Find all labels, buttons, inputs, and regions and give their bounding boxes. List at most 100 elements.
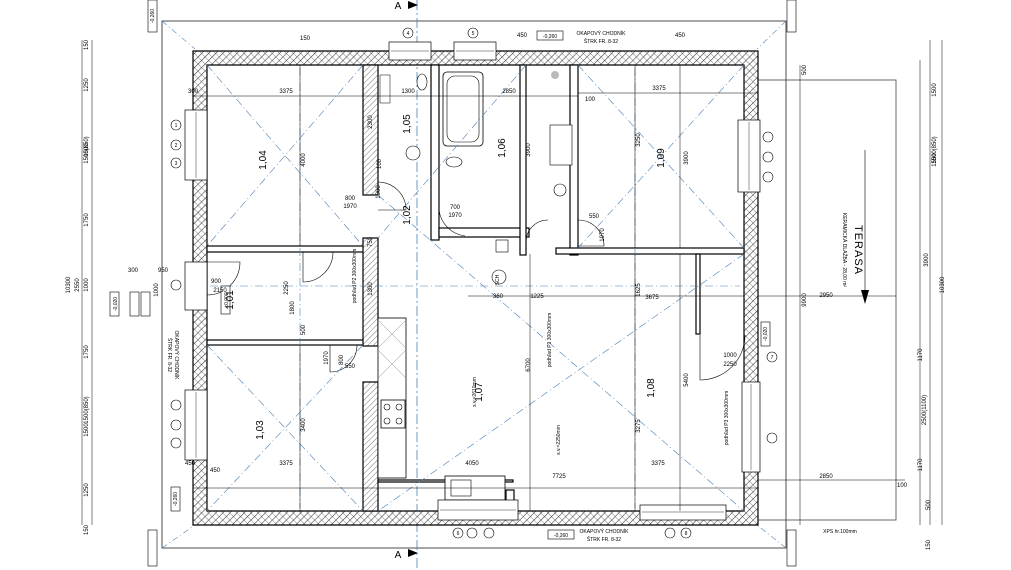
dimension-inner: 3250	[636, 133, 642, 147]
dimension-inner: 4000	[301, 153, 307, 167]
dimension-left: 1750	[84, 213, 90, 227]
label-strk-bottom: ŠTRK FR. 8-32	[587, 536, 621, 543]
room-number-1-07: 1,07	[474, 382, 485, 402]
dimension-right: 1500	[932, 153, 938, 167]
dimension-inner: 1625	[636, 283, 642, 297]
label-level-left: -0,260	[173, 492, 179, 506]
level-marker-boxes	[109, 30, 771, 540]
kitchen-counter	[377, 317, 407, 479]
dimension-inner: 9900	[802, 293, 808, 307]
dimension-inner: 2150	[213, 288, 227, 294]
dimension-inner: 750	[368, 236, 374, 247]
dimension-inner: 1300	[368, 282, 374, 296]
dimension-bottom: 3375	[279, 461, 293, 467]
dimension-bottom: 450	[185, 461, 196, 467]
window-mark-7: 7	[771, 355, 774, 361]
burner-icon	[395, 417, 403, 425]
window-mark-3: 3	[175, 161, 178, 167]
label-level-top: -0,260	[543, 34, 557, 40]
window-mark-5: 5	[472, 31, 475, 37]
room-number-1-08: 1,08	[646, 378, 657, 398]
room-number-1-05: 1,05	[402, 114, 413, 134]
label-level-corner: -0,260	[150, 9, 156, 23]
dimension-inner: 1225	[530, 294, 544, 300]
drip-diag-br	[756, 524, 787, 549]
section-a-arrow-top	[408, 1, 418, 9]
dimension-inner: 550	[589, 214, 600, 220]
dimension-inner: 3275	[636, 419, 642, 433]
cabinet-box	[495, 239, 509, 253]
dimension-right: 1500	[932, 83, 938, 97]
dimension-left: 1750	[84, 345, 90, 359]
label-sdk-3: podhľad P3 300x300mm	[724, 391, 730, 446]
heater-box	[379, 74, 391, 104]
dimension-inner: 800	[345, 196, 356, 202]
label-terasa-sub: KERAMICKÁ DLAŽBA - 28,00 m²	[841, 213, 849, 288]
dimension-bottom: 100	[897, 483, 908, 489]
window-mark-4: 4	[407, 31, 410, 37]
label-level-terasa: -0,020	[763, 327, 769, 341]
terrace-arrow-head	[861, 290, 869, 304]
dimension-top: 450	[517, 33, 528, 39]
dimension-left: 10300	[66, 276, 72, 293]
dimension-inner: 2300	[368, 115, 374, 129]
dimension-right: 1170	[918, 348, 924, 362]
dimension-left: 150	[84, 39, 90, 50]
dimension-right: 500	[926, 499, 932, 510]
dimension-inner: 360	[493, 294, 504, 300]
dimension-top: 2850	[502, 89, 516, 95]
dimension-bottom: 7725	[552, 474, 566, 480]
label-okapovy-bottom: OKAPOVÝ CHODNÍK	[580, 528, 630, 535]
dimension-right: 2500(1100)	[922, 395, 928, 425]
window-mark-6: 6	[457, 531, 460, 537]
dimension-bottom: 4050	[465, 461, 479, 467]
dimension-bottom: 450	[210, 468, 221, 474]
dimension-lines	[81, 40, 943, 525]
dimension-right: 150	[926, 539, 932, 550]
dimension-right: 10300	[940, 276, 946, 293]
label-okapovy-left: OKAPOVÝ CHODNÍK	[173, 331, 180, 381]
window-mark-2: 2	[175, 143, 178, 149]
room-number-1-01: 1,01	[225, 290, 236, 310]
dimension-inner: 3675	[645, 295, 659, 301]
bathtub-inner	[446, 75, 480, 143]
dimension-inner: 1970	[324, 351, 330, 365]
label-section-a-top: A	[395, 1, 402, 12]
drip-diag-tr	[756, 20, 787, 50]
toilet-icon	[416, 73, 428, 91]
dimension-left: 150	[84, 524, 90, 535]
label-sv-2: s.v.=2250mm	[556, 425, 562, 455]
dimension-inner: 2250	[284, 281, 290, 295]
dimension-left: 1500	[84, 423, 90, 437]
toilet-icon	[445, 156, 463, 168]
section-a-arrow-bottom	[408, 549, 418, 557]
kitchen-counter-hatch	[377, 319, 407, 379]
label-level-entry: -0,020	[113, 297, 119, 311]
dimension-inner: 2950	[819, 293, 833, 299]
dimension-inner: 900	[211, 279, 222, 285]
dimension-top: 3375	[652, 86, 666, 92]
room-number-1-02: 1,02	[402, 205, 413, 225]
label-sdk-1: podhľad P2 300x300mm	[352, 249, 358, 304]
drip-diag-bl	[161, 524, 196, 549]
dimension-inner: 550	[345, 364, 356, 370]
dimension-inner: 3400	[301, 418, 307, 432]
dimension-top: 100	[585, 97, 596, 103]
room-number-1-06: 1,06	[497, 138, 508, 158]
label-sdk-2: podhľad P1 300x300mm	[547, 313, 553, 368]
window-mark-8: 8	[685, 531, 688, 537]
dimension-left: 1250	[84, 78, 90, 92]
dimension-top: 1300	[401, 89, 415, 95]
dimension-inner: 3900	[684, 151, 690, 165]
label-s01: SCH	[495, 274, 501, 285]
drip-diag-tl	[161, 20, 196, 50]
dimension-inner: 1970	[600, 228, 606, 242]
window-glass-lines	[195, 50, 752, 513]
dimension-top: 150	[300, 36, 311, 42]
dimension-left: 1000	[84, 278, 90, 292]
room-number-1-03: 1,03	[255, 420, 266, 440]
dimension-inner: 500	[301, 324, 307, 335]
shower-tray	[549, 124, 573, 166]
